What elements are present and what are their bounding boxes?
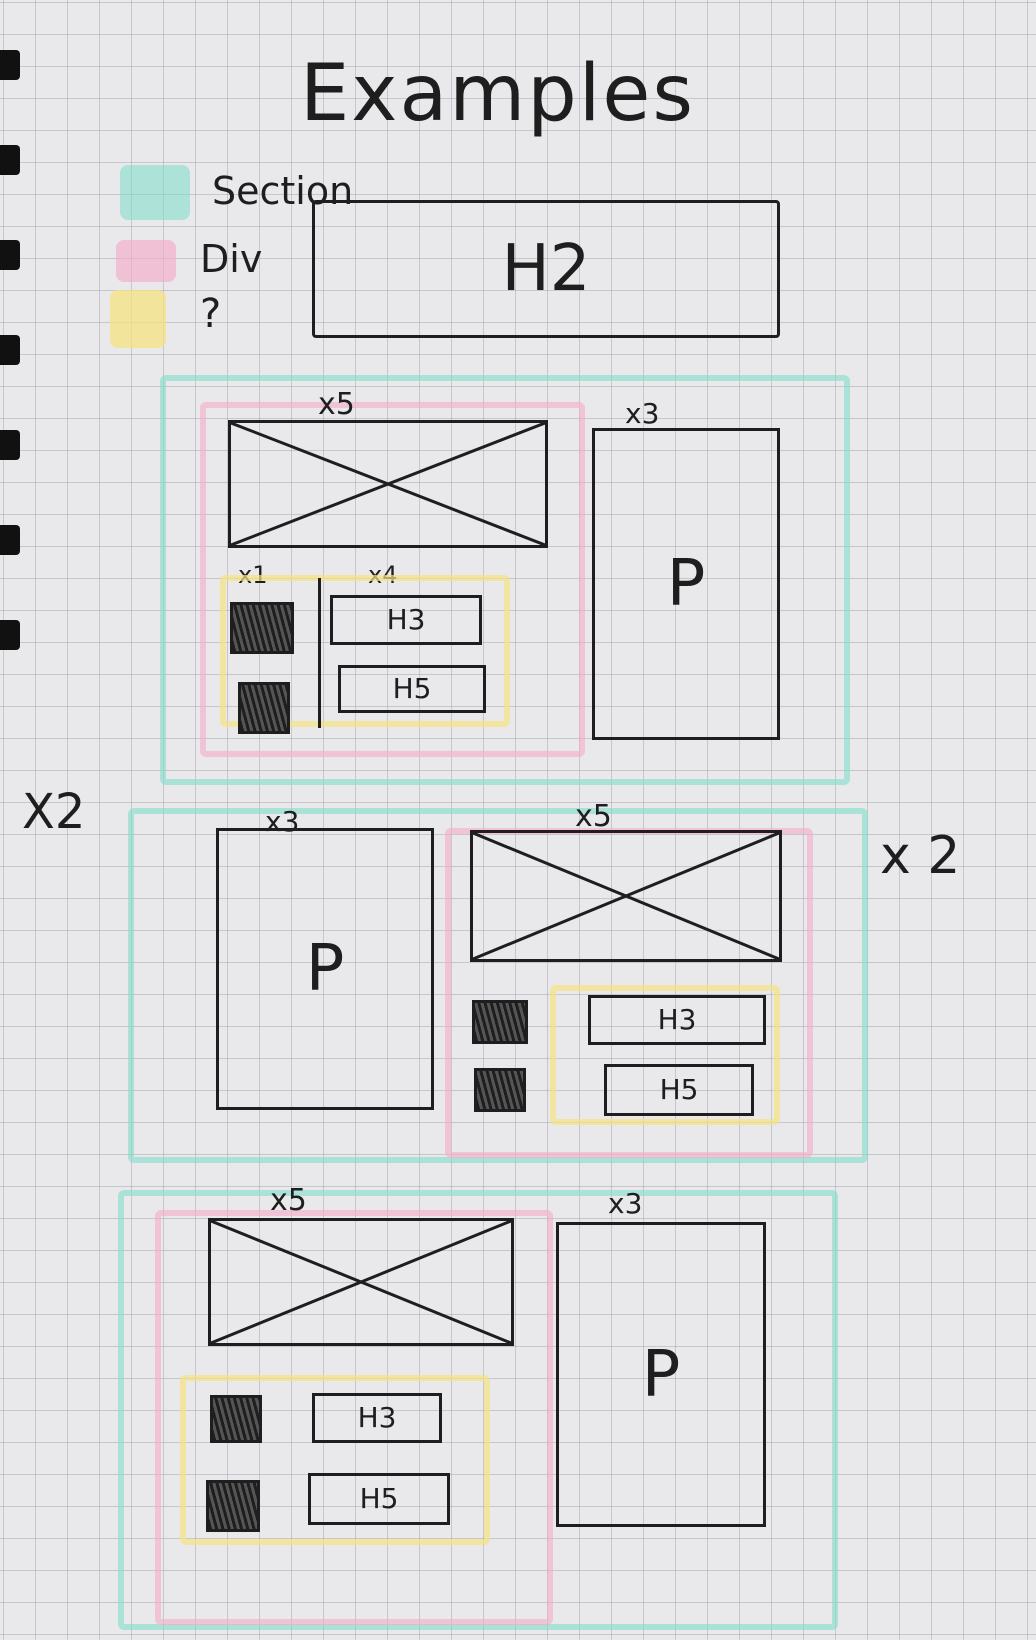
h2-label: H2 bbox=[501, 232, 591, 306]
block-3-paragraph-label: P bbox=[641, 1337, 681, 1412]
binding-hole bbox=[0, 145, 20, 175]
legend-swatch-div bbox=[116, 240, 176, 282]
block-1-section-outline bbox=[160, 375, 850, 785]
binding-hole bbox=[0, 50, 20, 80]
block-3-div-outline bbox=[155, 1210, 553, 1625]
block-2-image-placeholder bbox=[470, 830, 782, 962]
row-multiplier-right: x 2 bbox=[880, 826, 961, 886]
block-2-icon-2 bbox=[474, 1068, 526, 1112]
block-3-section-outline bbox=[118, 1190, 838, 1630]
image-cross-icon bbox=[231, 423, 545, 545]
block-1-divider bbox=[318, 578, 321, 728]
block-3-paragraph-box: P bbox=[556, 1222, 766, 1527]
image-cross-icon bbox=[211, 1221, 511, 1343]
block-1-paragraph-count: x3 bbox=[625, 397, 660, 430]
legend-label-section: Section bbox=[212, 169, 354, 213]
legend-swatch-section bbox=[120, 165, 190, 220]
block-3-paragraph-count: x3 bbox=[608, 1187, 643, 1220]
binding-hole bbox=[0, 430, 20, 460]
legend-swatch-unknown bbox=[110, 290, 166, 348]
block-2-text-group-outline bbox=[550, 985, 780, 1125]
block-1-paragraph-label: P bbox=[666, 547, 706, 621]
block-1-icon-1 bbox=[230, 602, 294, 654]
block-2-heading-h5: H5 bbox=[604, 1064, 754, 1116]
block-2-icon-1 bbox=[472, 1000, 528, 1044]
row-multiplier-left: X2 bbox=[22, 784, 86, 840]
block-3-text-group-outline bbox=[180, 1375, 490, 1545]
binding-hole bbox=[0, 525, 20, 555]
block-1-icon-2 bbox=[238, 682, 290, 734]
binding-hole bbox=[0, 620, 20, 650]
block-2-section-outline bbox=[128, 808, 868, 1163]
block-3-heading-h5: H5 bbox=[308, 1473, 450, 1525]
page-title: Examples bbox=[300, 49, 696, 139]
legend-label-unknown: ? bbox=[200, 291, 222, 337]
block-2-paragraph-label: P bbox=[305, 932, 345, 1006]
block-1-heading-h5: H5 bbox=[338, 665, 486, 713]
block-3-heading-h3: H3 bbox=[312, 1393, 442, 1443]
block-3-image-count: x5 bbox=[270, 1183, 307, 1218]
block-3-image-placeholder bbox=[208, 1218, 514, 1346]
block-2-paragraph-box: P bbox=[216, 828, 434, 1110]
block-2-image-count: x5 bbox=[575, 799, 612, 834]
binding-hole bbox=[0, 335, 20, 365]
block-1-paragraph-box: P bbox=[592, 428, 780, 740]
block-2-heading-h3: H3 bbox=[588, 995, 766, 1045]
block-3-icon-2 bbox=[206, 1480, 260, 1532]
block-1-image-placeholder bbox=[228, 420, 548, 548]
legend-label-div: Div bbox=[200, 237, 263, 281]
block-1-div-outline bbox=[200, 402, 585, 757]
image-cross-icon bbox=[473, 833, 779, 959]
block-1-image-count: x5 bbox=[318, 387, 355, 422]
block-1-text-group-outline bbox=[220, 575, 510, 727]
block-1-heading-h3: H3 bbox=[330, 595, 482, 645]
h2-header-box: H2 bbox=[312, 200, 780, 338]
block-3-icon-1 bbox=[210, 1395, 262, 1443]
binding-hole bbox=[0, 240, 20, 270]
